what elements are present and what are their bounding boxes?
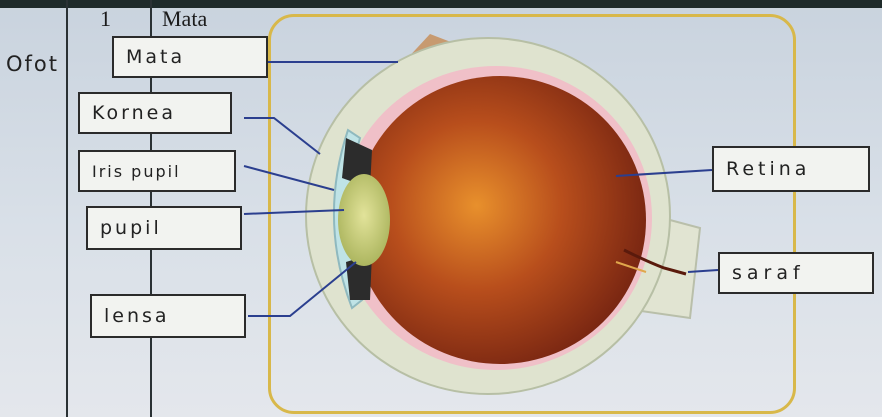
label-saraf: saraf (718, 252, 874, 294)
label-mata: Mata (112, 36, 268, 78)
eyeball-interior (354, 76, 646, 364)
label-iris-pupil: Iris pupil (78, 150, 236, 192)
label-retina: Retina (712, 146, 870, 192)
pointer-kornea (244, 118, 320, 154)
label-pupil: pupil (86, 206, 242, 250)
lens-shape (338, 174, 390, 266)
label-kornea: Kornea (78, 92, 232, 134)
label-lensa: lensa (90, 294, 246, 338)
